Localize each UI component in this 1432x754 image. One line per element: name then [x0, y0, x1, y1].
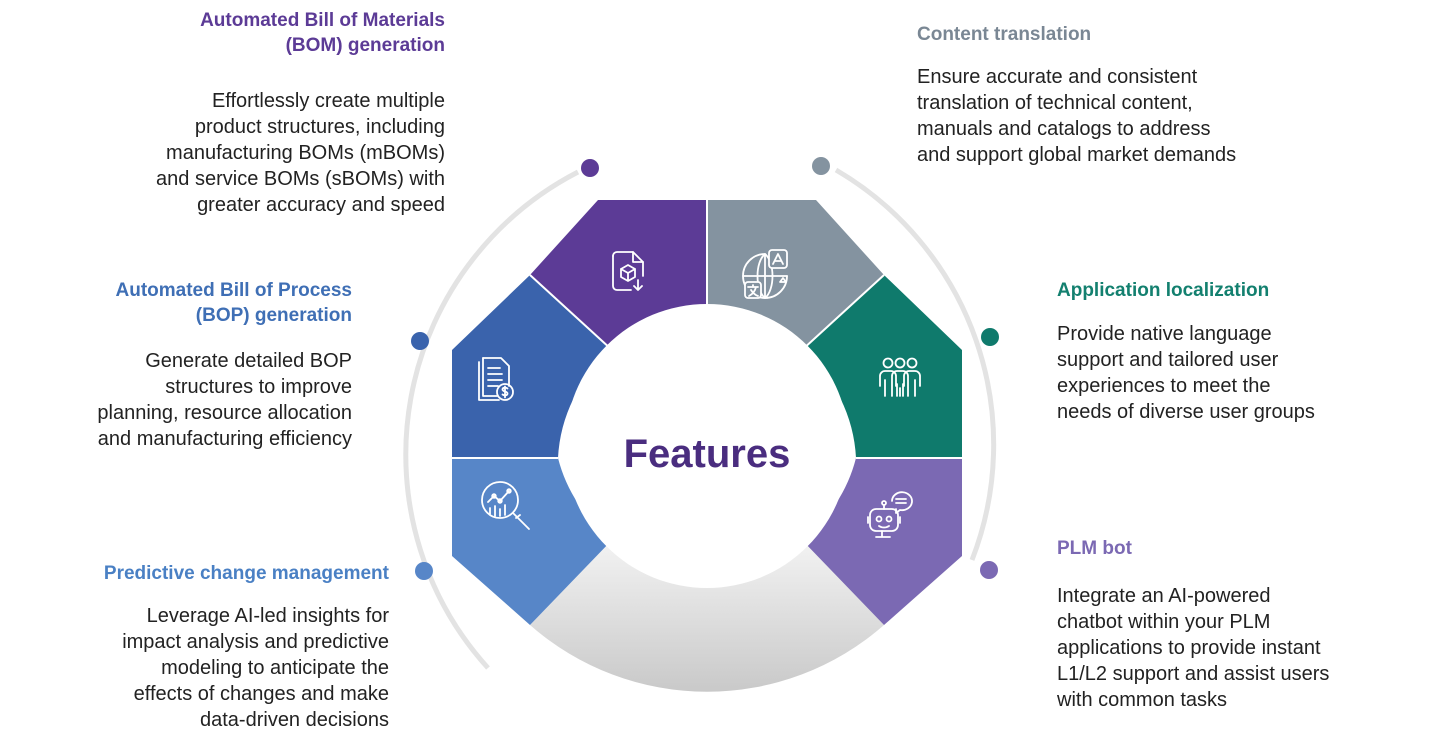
desc-line: chatbot within your PLM — [1057, 611, 1271, 633]
feature-bot-title: PLM bot — [1057, 538, 1132, 559]
desc-line: structures to improve — [165, 376, 352, 398]
desc-line: Integrate an AI-powered — [1057, 585, 1271, 607]
segment-application-localization[interactable] — [802, 275, 962, 458]
segment-bop-generation[interactable] — [452, 275, 612, 458]
desc-line: effects of changes and make — [133, 683, 389, 705]
desc-line: Generate detailed BOP — [145, 350, 352, 372]
feature-bom-title: Automated Bill of Materials (BOM) genera… — [25, 8, 445, 58]
feature-content-desc: Ensure accurate and consistent translati… — [917, 64, 1337, 168]
feature-localization-title: Application localization — [1057, 280, 1270, 301]
desc-line: impact analysis and predictive — [122, 631, 389, 653]
desc-line: support and tailored user — [1057, 349, 1279, 371]
desc-line: Leverage AI-led insights for — [146, 605, 389, 627]
desc-line: greater accuracy and speed — [197, 194, 445, 216]
desc-line: L1/L2 support and assist users — [1057, 663, 1330, 685]
desc-line: data-driven decisions — [200, 709, 389, 731]
feature-localization-desc: Provide native language support and tail… — [1057, 321, 1417, 425]
outer-ring-right-arc — [834, 167, 997, 561]
feature-bom: Automated Bill of Materials (BOM) genera… — [25, 8, 445, 218]
dot-localization — [981, 328, 999, 346]
desc-line: modeling to anticipate the — [161, 657, 389, 679]
dot-bom — [581, 159, 599, 177]
chatbot-icon — [867, 491, 913, 538]
desc-line: Ensure accurate and consistent — [917, 66, 1198, 88]
desc-line: and manufacturing efficiency — [97, 428, 352, 450]
feature-plm-bot: PLM bot Integrate an AI-powered chatbot … — [1057, 536, 1427, 713]
dot-content — [812, 157, 830, 175]
desc-line: manuals and catalogs to address — [917, 118, 1211, 140]
desc-line: product structures, including — [194, 116, 445, 138]
desc-line: applications to provide instant — [1057, 637, 1321, 659]
feature-bop-title-line2: (BOP) generation — [195, 305, 352, 326]
dot-bop — [411, 332, 429, 350]
desc-line: experiences to meet the — [1057, 375, 1271, 397]
invoice-dollar-icon — [478, 357, 514, 401]
feature-bom-title-line2: (BOM) generation — [285, 35, 445, 56]
feature-bop: Automated Bill of Process (BOP) generati… — [7, 278, 352, 452]
gray-segment — [530, 540, 884, 692]
center-title: Features — [624, 432, 791, 476]
segment-plm-bot[interactable] — [802, 458, 962, 625]
feature-predictive-title: Predictive change management — [103, 563, 389, 584]
user-group-icon — [879, 357, 921, 397]
feature-localization: Application localization Provide native … — [1057, 278, 1417, 425]
center-circle — [565, 304, 849, 588]
desc-line: and service BOMs (sBOMs) with — [156, 168, 445, 190]
dot-bot — [980, 561, 998, 579]
feature-bop-title-line1: Automated Bill of Process — [115, 280, 353, 301]
feature-content-title: Content translation — [917, 24, 1092, 45]
desc-line: manufacturing BOMs (mBOMs) — [166, 142, 445, 164]
feature-bot-desc: Integrate an AI-powered chatbot within y… — [1057, 583, 1427, 713]
dot-predictive — [415, 562, 433, 580]
feature-content-translation: Content translation Ensure accurate and … — [917, 22, 1337, 168]
desc-line: Provide native language — [1057, 323, 1272, 345]
globe-translate-icon — [742, 249, 788, 299]
feature-bom-desc: Effortlessly create multiple product str… — [25, 88, 445, 218]
desc-line: translation of technical content, — [917, 92, 1193, 114]
desc-line: planning, resource allocation — [97, 402, 352, 424]
desc-line: and support global market demands — [917, 144, 1237, 166]
desc-line: needs of diverse user groups — [1057, 401, 1315, 423]
outer-ring-left-arc — [403, 169, 580, 670]
segment-predictive-change[interactable] — [452, 458, 612, 625]
feature-predictive-desc: Leverage AI-led insights for impact anal… — [4, 603, 389, 733]
3d-box-document-icon — [612, 251, 644, 291]
desc-line: with common tasks — [1057, 689, 1228, 711]
feature-bop-title: Automated Bill of Process (BOP) generati… — [7, 278, 353, 328]
feature-bom-title-line1: Automated Bill of Materials — [200, 10, 445, 31]
desc-line: Effortlessly create multiple — [211, 90, 445, 112]
feature-bop-desc: Generate detailed BOP structures to impr… — [7, 348, 352, 452]
feature-predictive: Predictive change management Leverage AI… — [4, 561, 389, 733]
analytics-magnifier-icon — [481, 481, 530, 530]
